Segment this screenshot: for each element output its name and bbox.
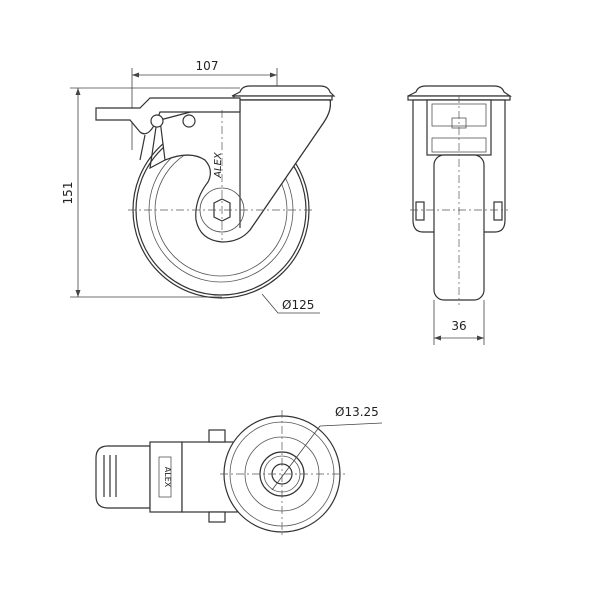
top-logo: ALEX bbox=[163, 467, 172, 488]
dim-wheel-width-label: 36 bbox=[451, 319, 466, 333]
brake-pin-2 bbox=[182, 114, 196, 128]
front-top-plate bbox=[407, 85, 512, 97]
dim-bore-diameter-label: Ø13.25 bbox=[335, 405, 379, 419]
front-axle-nut-left bbox=[415, 201, 425, 221]
dim-width-label: 107 bbox=[196, 59, 219, 73]
front-swivel-detail bbox=[431, 103, 487, 127]
brake-pin-1 bbox=[150, 114, 164, 128]
top-logo-plate bbox=[158, 456, 172, 498]
top-brake-housing bbox=[149, 441, 183, 513]
dim-13-leader bbox=[271, 422, 383, 491]
dim-wheel-diameter-label: Ø125 bbox=[282, 298, 314, 312]
fork-leg bbox=[159, 99, 331, 243]
dim-125-leader bbox=[261, 293, 320, 314]
brake-lever bbox=[139, 134, 146, 161]
brake-pedal bbox=[95, 97, 241, 135]
top-plate bbox=[231, 85, 336, 97]
top-nut-top bbox=[208, 429, 226, 443]
top-nut-bottom bbox=[208, 511, 226, 523]
top-view: ALEX Ø13.25 bbox=[95, 405, 383, 535]
front-axle-nut-right bbox=[493, 201, 503, 221]
front-view: 36 bbox=[407, 85, 512, 345]
fork-logo: ALEX bbox=[213, 151, 224, 179]
dim-height-label: 151 bbox=[61, 182, 75, 205]
side-view: 107 151 ALEX Ø125 bbox=[61, 59, 336, 314]
